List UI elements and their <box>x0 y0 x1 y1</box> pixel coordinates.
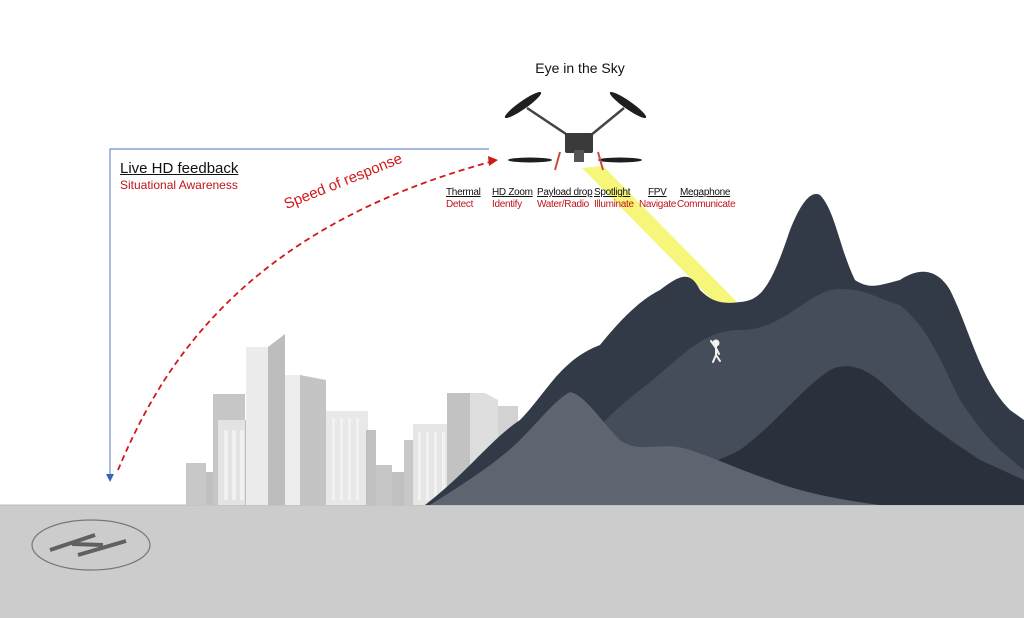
feedback-arrow <box>106 148 489 482</box>
capability-name: Spotlight <box>594 187 631 198</box>
response-arrow <box>117 156 498 471</box>
waving-person-icon <box>710 339 721 363</box>
capability-spotlight: Spotlight Illuminate <box>594 187 634 211</box>
page-title: Eye in the Sky <box>535 60 625 76</box>
feedback-subtitle: Situational Awareness <box>120 178 238 192</box>
capability-name: HD Zoom <box>492 187 533 198</box>
capability-payload-drop: Payload drop Water/Radio <box>537 187 593 211</box>
capability-name: Megaphone <box>680 187 731 198</box>
capability-name: FPV <box>648 187 667 198</box>
capability-name: Payload drop <box>537 187 593 198</box>
capability-function: Identify <box>492 199 522 210</box>
helipad-h-icon <box>31 519 151 571</box>
capability-megaphone: Megaphone Communicate <box>677 187 736 211</box>
feedback-title: Live HD feedback <box>120 160 239 177</box>
capability-function: Water/Radio <box>537 199 589 210</box>
capability-fpv: FPV Navigate <box>639 187 676 211</box>
capability-hd-zoom: HD Zoom Identify <box>492 187 533 211</box>
capability-thermal: Thermal Detect <box>446 187 481 211</box>
ground <box>0 505 1024 618</box>
spotlight-beam <box>582 166 737 306</box>
capability-name: Thermal <box>446 187 481 198</box>
capability-function: Communicate <box>677 199 736 210</box>
capability-function: Navigate <box>639 199 677 210</box>
mountain-range <box>425 194 1024 505</box>
quadcopter-drone-icon <box>504 91 647 171</box>
capability-function: Illuminate <box>594 199 634 210</box>
capability-function: Detect <box>446 199 474 210</box>
